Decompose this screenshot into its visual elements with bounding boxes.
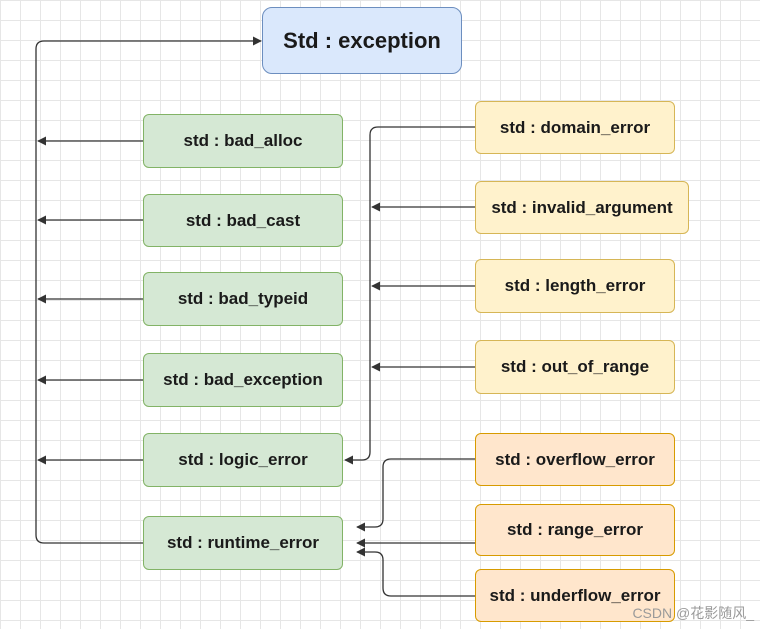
edge-trunk — [35, 36, 262, 544]
node-bad-cast-label: std : bad_cast — [185, 210, 301, 230]
node-invalid-argument: std : invalid_argument — [475, 181, 689, 234]
node-runtime-error-label: std : runtime_error — [166, 533, 320, 552]
node-underflow-error-label: std : underflow_error — [489, 585, 661, 605]
node-bad-typeid: std : bad_typeid — [143, 272, 343, 326]
node-bad-cast: std : bad_cast — [143, 194, 343, 247]
node-bad-alloc: std : bad_alloc — [143, 114, 343, 168]
node-bad-typeid-label: std : bad_typeid — [177, 289, 309, 308]
node-length-error: std : length_error — [475, 259, 675, 313]
node-bad-alloc-label: std : bad_alloc — [183, 131, 303, 150]
node-logic-error: std : logic_error — [143, 433, 343, 487]
node-underflow-error: std : underflow_error — [475, 569, 675, 622]
node-out-of-range: std : out_of_range — [475, 340, 675, 394]
node-overflow-error: std : overflow_error — [475, 433, 675, 486]
node-range-error-label: std : range_error — [506, 520, 644, 539]
node-domain-error-label: std : domain_error — [499, 117, 651, 137]
watermark: CSDN @花影随风_ — [632, 605, 754, 621]
node-invalid-argument-label: std : invalid_argument — [491, 197, 673, 217]
node-bad-exception: std : bad_exception — [143, 353, 343, 407]
node-bad-exception-label: std : bad_exception — [163, 370, 323, 389]
edge-domain-error — [344, 126, 475, 465]
node-exception: Std : exception — [262, 7, 462, 74]
node-runtime-error: std : runtime_error — [143, 516, 343, 570]
node-overflow-error-label: std : overflow_error — [495, 449, 655, 469]
node-out-of-range-label: std : out_of_range — [500, 357, 650, 376]
node-logic-error-label: std : logic_error — [178, 450, 308, 469]
edge-underflow-error — [356, 547, 475, 597]
node-exception-label: Std : exception — [283, 27, 441, 53]
node-domain-error: std : domain_error — [475, 101, 675, 154]
edge-overflow-error — [356, 458, 475, 532]
node-range-error: std : range_error — [475, 504, 675, 556]
node-length-error-label: std : length_error — [504, 276, 646, 295]
